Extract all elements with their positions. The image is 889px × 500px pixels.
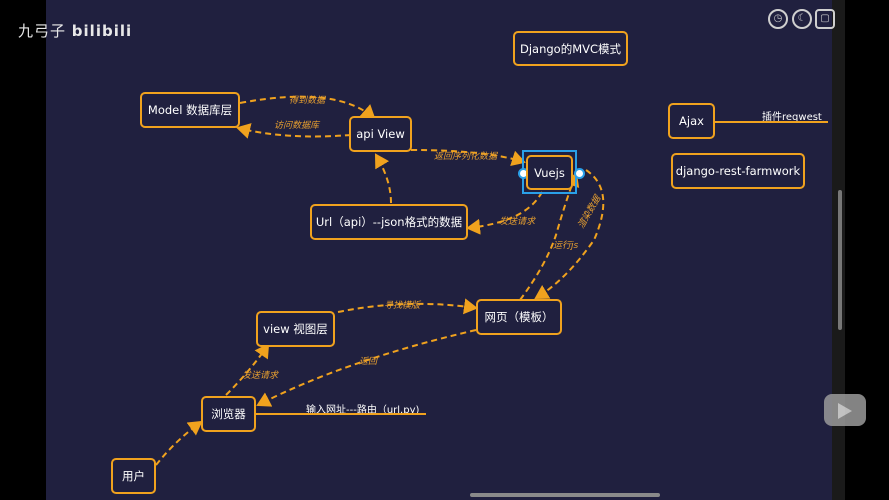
node-drf[interactable]: django-rest-farmwork [671, 153, 805, 189]
edge-view-to-webpage [337, 298, 478, 315]
selection-handle-right[interactable] [574, 168, 585, 179]
edge-vuejs-to-webpage [534, 169, 605, 300]
node-api-view[interactable]: api View [349, 116, 412, 152]
play-tv-icon[interactable] [824, 394, 866, 426]
label-send-request-1: 发送请求 [499, 217, 536, 227]
edge-layer [155, 95, 605, 466]
node-url-api[interactable]: Url（api）--json格式的数据 [310, 204, 468, 240]
label-run-js: 运行js [553, 241, 579, 251]
label-send-request-2: 发送请求 [242, 371, 279, 381]
edge-browser-to-view [225, 343, 270, 396]
edge-user-to-browser [155, 420, 203, 466]
watermark-prefix: 九弓子 [18, 22, 67, 40]
edge-webpage-to-vuejs [519, 172, 580, 301]
title-node[interactable]: Django的MVC模式 [513, 31, 628, 66]
node-view[interactable]: view 视图层 [256, 311, 335, 347]
node-vuejs[interactable]: Vuejs [526, 155, 573, 190]
clock-icon[interactable]: ◷ [768, 9, 788, 29]
note-ajax-plugin[interactable]: 插件reqwest [762, 112, 822, 123]
moon-icon[interactable]: ☾ [792, 9, 812, 29]
note-enter-url[interactable]: 输入网址---路由（url.py) [306, 405, 420, 416]
vertical-scrollbar[interactable] [838, 190, 842, 330]
node-browser[interactable]: 浏览器 [201, 396, 256, 432]
edge-url-to-apiview [374, 153, 392, 204]
label-return: 返回 [359, 357, 378, 367]
horizontal-scrollbar[interactable] [470, 493, 660, 497]
edge-apiview-to-vuejs [410, 149, 526, 167]
label-get-data: 得到数据 [289, 96, 326, 106]
edge-vuejs-to-url [466, 191, 543, 235]
label-access-db: 访问数据库 [274, 121, 320, 131]
edge-apiview-to-model [236, 123, 352, 139]
mindmap-canvas[interactable]: Django的MVC模式 Model 数据库层 api View Vuejs U… [46, 0, 832, 500]
watermark-brand: bilibili [71, 22, 133, 40]
edge-webpage-to-browser [256, 329, 477, 407]
note-enter-url-underline [256, 413, 426, 415]
node-webpage[interactable]: 网页（模板） [476, 299, 562, 335]
edge-model-to-apiview [239, 95, 376, 120]
node-model[interactable]: Model 数据库层 [140, 92, 240, 128]
layout-icon[interactable]: ▢ [815, 9, 835, 29]
bilibili-watermark: 九弓子 bilibili [18, 20, 132, 41]
note-ajax-underline [715, 121, 828, 123]
label-find-template: 寻找模版 [384, 301, 421, 311]
label-return-serialized: 返回序列化数据 [434, 152, 498, 162]
node-user[interactable]: 用户 [111, 458, 156, 494]
node-ajax[interactable]: Ajax [668, 103, 715, 139]
